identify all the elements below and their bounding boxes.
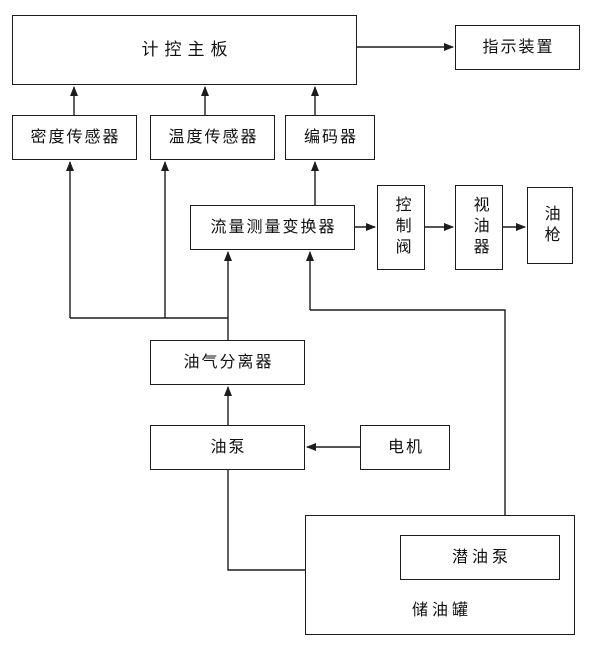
control-valve-label: 控制阀 (392, 196, 410, 259)
oil-gas-separator-label: 油气分离器 (183, 353, 274, 371)
main-control-board-label: 计控主板 (141, 39, 234, 59)
oil-gun-label: 油枪 (541, 204, 559, 247)
pipe-tank-to-pump (227, 470, 305, 571)
node-density-sensor: 密度传感器 (12, 115, 137, 160)
node-encoder: 编码器 (285, 115, 375, 160)
encoder-label: 编码器 (303, 128, 358, 146)
node-main-control-board: 计控主板 (12, 15, 357, 85)
oil-storage-tank-label: 储油罐 (411, 601, 472, 619)
node-oil-sight-glass: 视油器 (455, 185, 503, 270)
motor-label: 电机 (387, 438, 424, 456)
pipe-tank-branch (310, 309, 506, 515)
flow-transducer-label: 流量测量变换器 (210, 218, 337, 236)
node-oil-gas-separator: 油气分离器 (150, 340, 305, 385)
node-oil-pump: 油泵 (150, 425, 305, 470)
node-oil-gun: 油枪 (527, 187, 573, 264)
submersible-pump-label: 潜油泵 (451, 548, 512, 566)
indicator-device-label: 指示装置 (482, 38, 555, 56)
density-sensor-label: 密度传感器 (30, 128, 121, 146)
node-motor: 电机 (360, 425, 450, 470)
oil-sight-glass-label: 视油器 (470, 196, 488, 259)
node-temperature-sensor: 温度传感器 (150, 115, 275, 160)
node-flow-transducer: 流量测量变换器 (190, 205, 355, 250)
node-indicator-device: 指示装置 (455, 25, 580, 70)
oil-pump-label: 油泵 (210, 438, 247, 456)
node-control-valve: 控制阀 (377, 185, 425, 270)
node-submersible-pump: 潜油泵 (400, 535, 560, 580)
temperature-sensor-label: 温度传感器 (168, 128, 259, 146)
